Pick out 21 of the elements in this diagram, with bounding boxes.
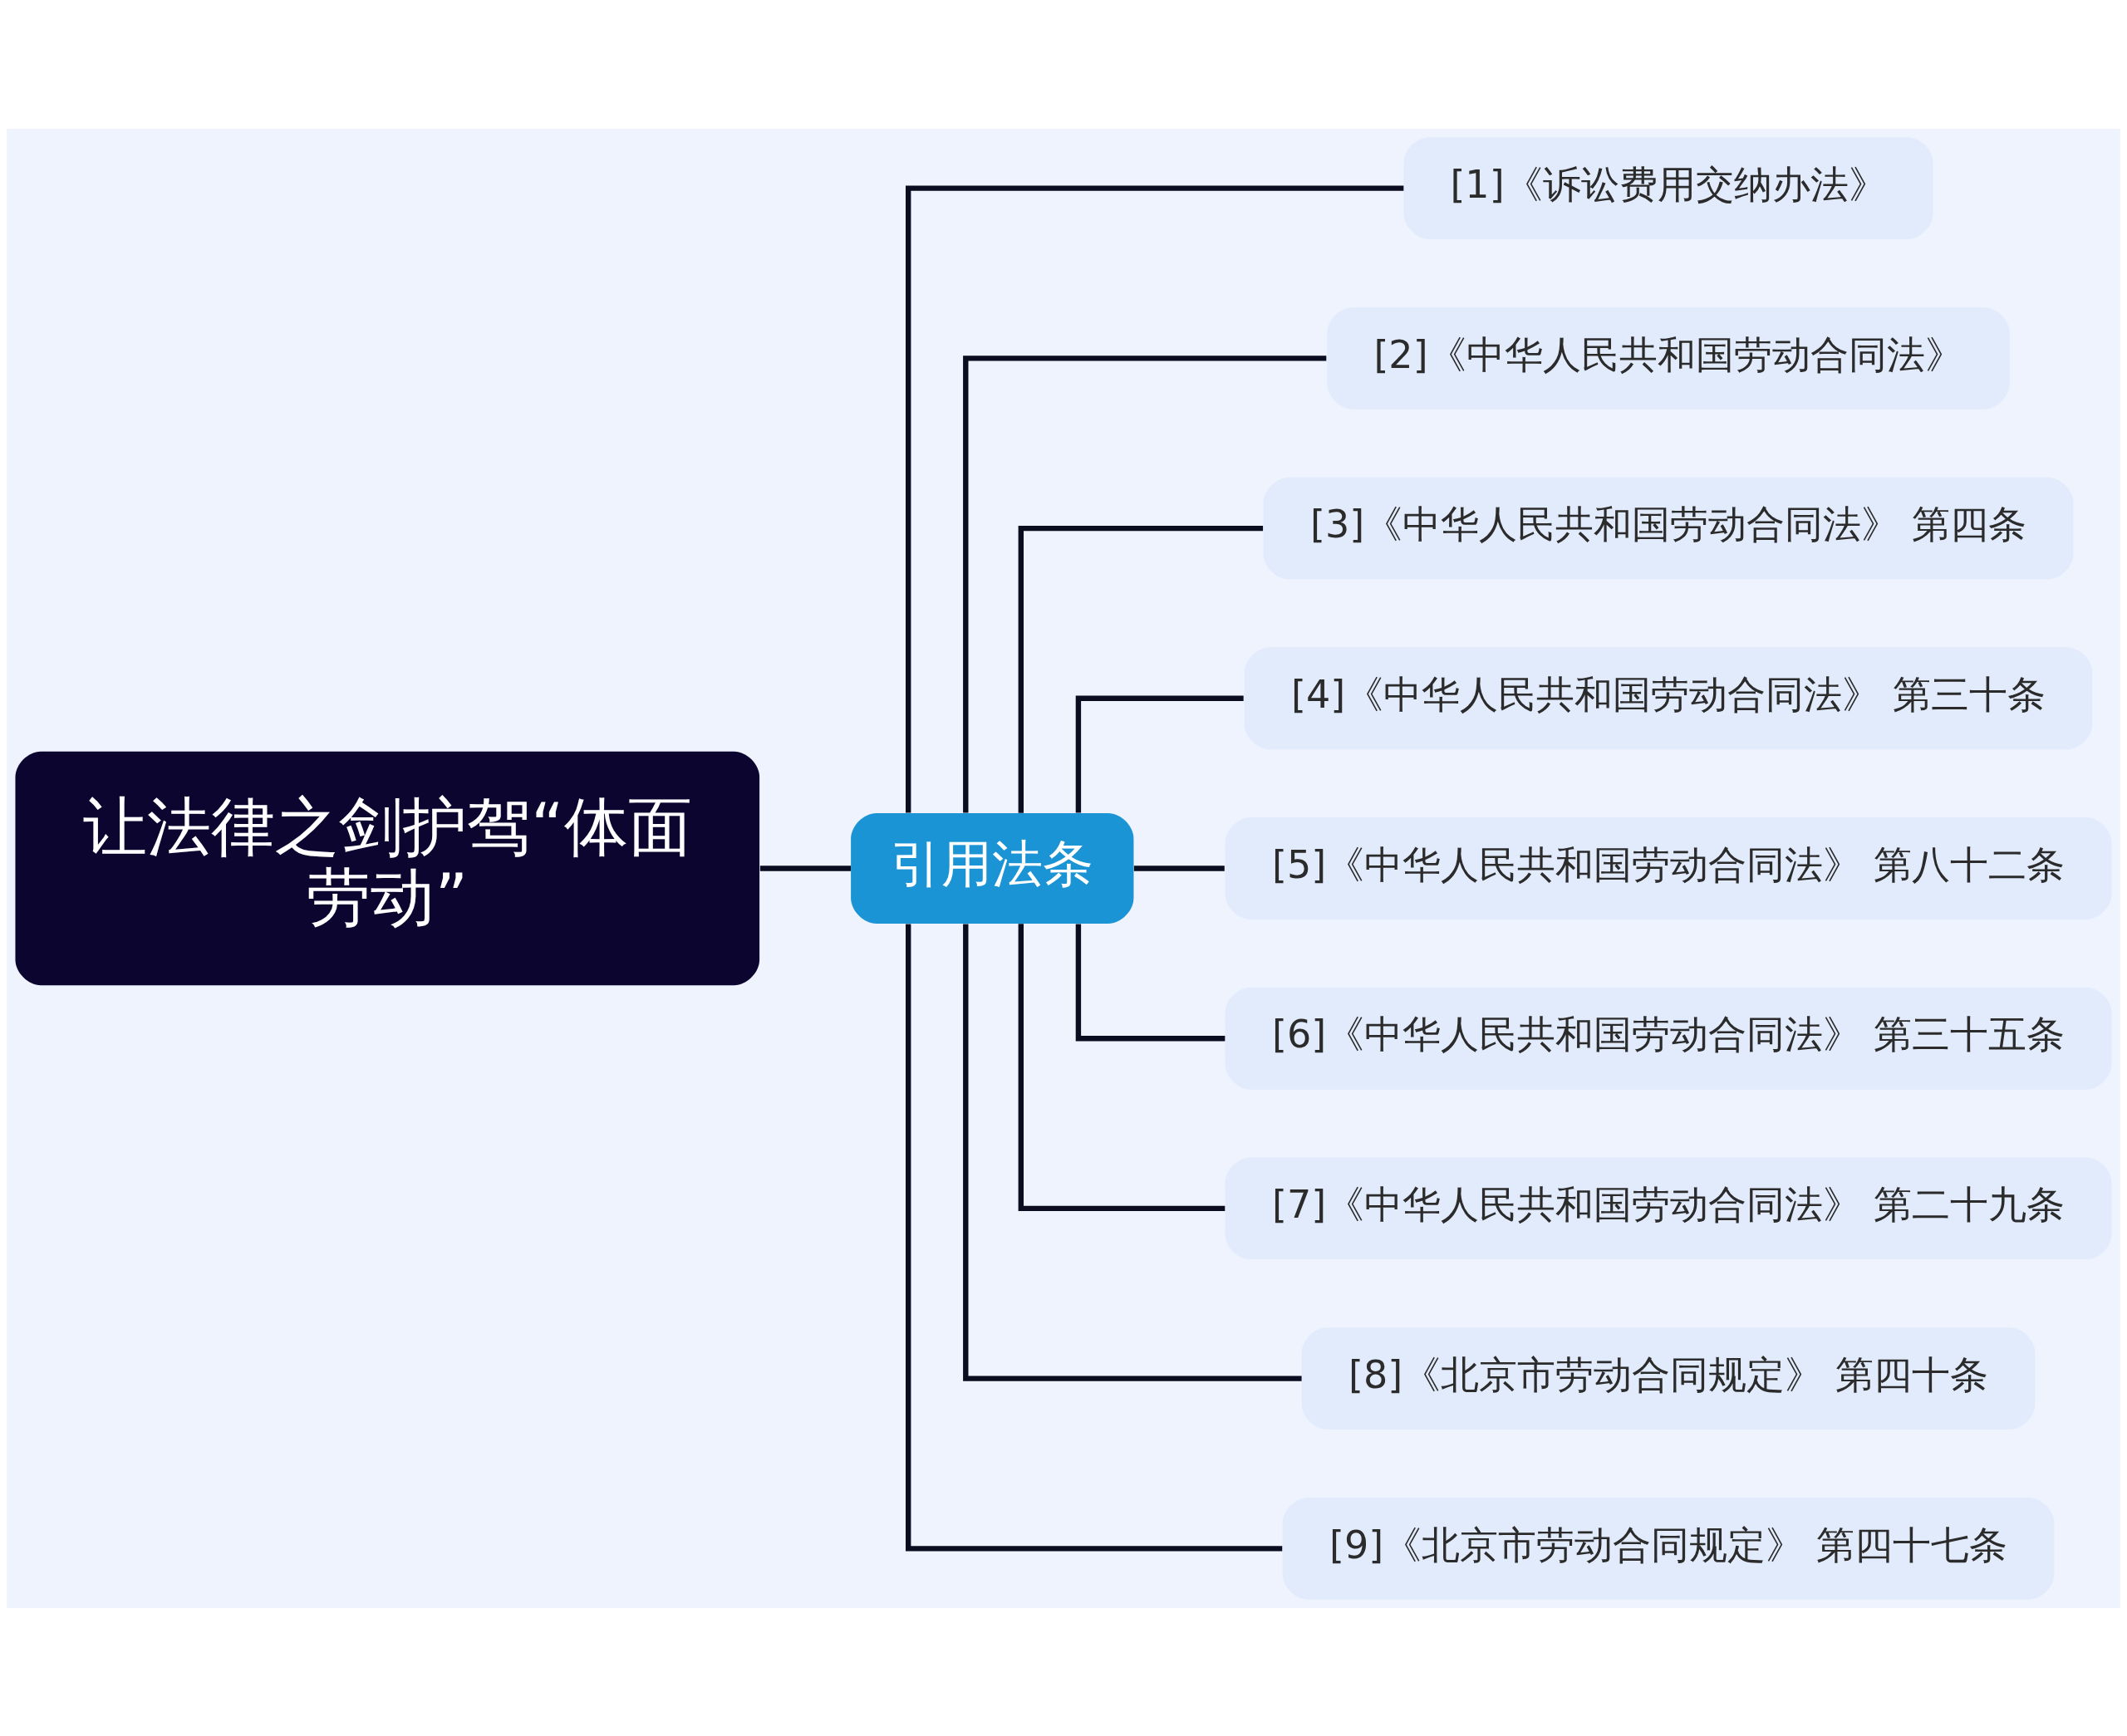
connector [1018,923,1226,1211]
connector [906,924,1283,1552]
connector [1133,865,1225,871]
node-box: [6]《中华人民共和国劳动合同法》 第三十五条 [1225,987,2112,1090]
connector [906,184,1404,812]
node-box: [8]《北京市劳动合同规定》 第四十条 [1301,1327,2036,1430]
node-box: [7]《中华人民共和国劳动合同法》 第二十九条 [1225,1157,2112,1259]
node-box: [1]《诉讼费用交纳办法》 [1403,136,1933,239]
node-box: [5]《中华人民共和国劳动合同法》 第八十二条 [1225,817,2112,919]
node-box: [2]《中华人民共和国劳动合同法》 [1327,306,2010,409]
connector [963,355,1327,813]
connector [1075,695,1244,812]
node-box: [9]《北京市劳动合同规定》 第四十七条 [1282,1497,2055,1600]
connector [1075,924,1226,1041]
connector [1018,525,1264,813]
node-box: 引用法条 [851,812,1134,924]
node-box: [4]《中华人民共和国劳动合同法》 第三十条 [1244,646,2093,749]
node-box: [3]《中华人民共和国劳动合同法》 第四条 [1263,477,2074,579]
connector [759,865,852,871]
node-box: 让法律之剑护驾“体面劳动” [15,751,760,985]
connector [963,923,1302,1381]
